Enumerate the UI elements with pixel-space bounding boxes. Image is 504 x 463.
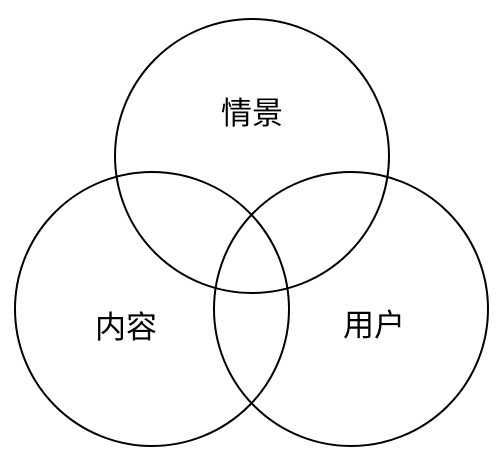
venn-circle-scenario [114, 18, 390, 294]
venn-circle-content [14, 171, 290, 447]
venn-label-user: 用户 [343, 308, 405, 344]
venn-label-content: 内容 [95, 310, 157, 346]
venn-label-scenario: 情景 [221, 96, 283, 132]
venn-circle-user [213, 171, 489, 447]
